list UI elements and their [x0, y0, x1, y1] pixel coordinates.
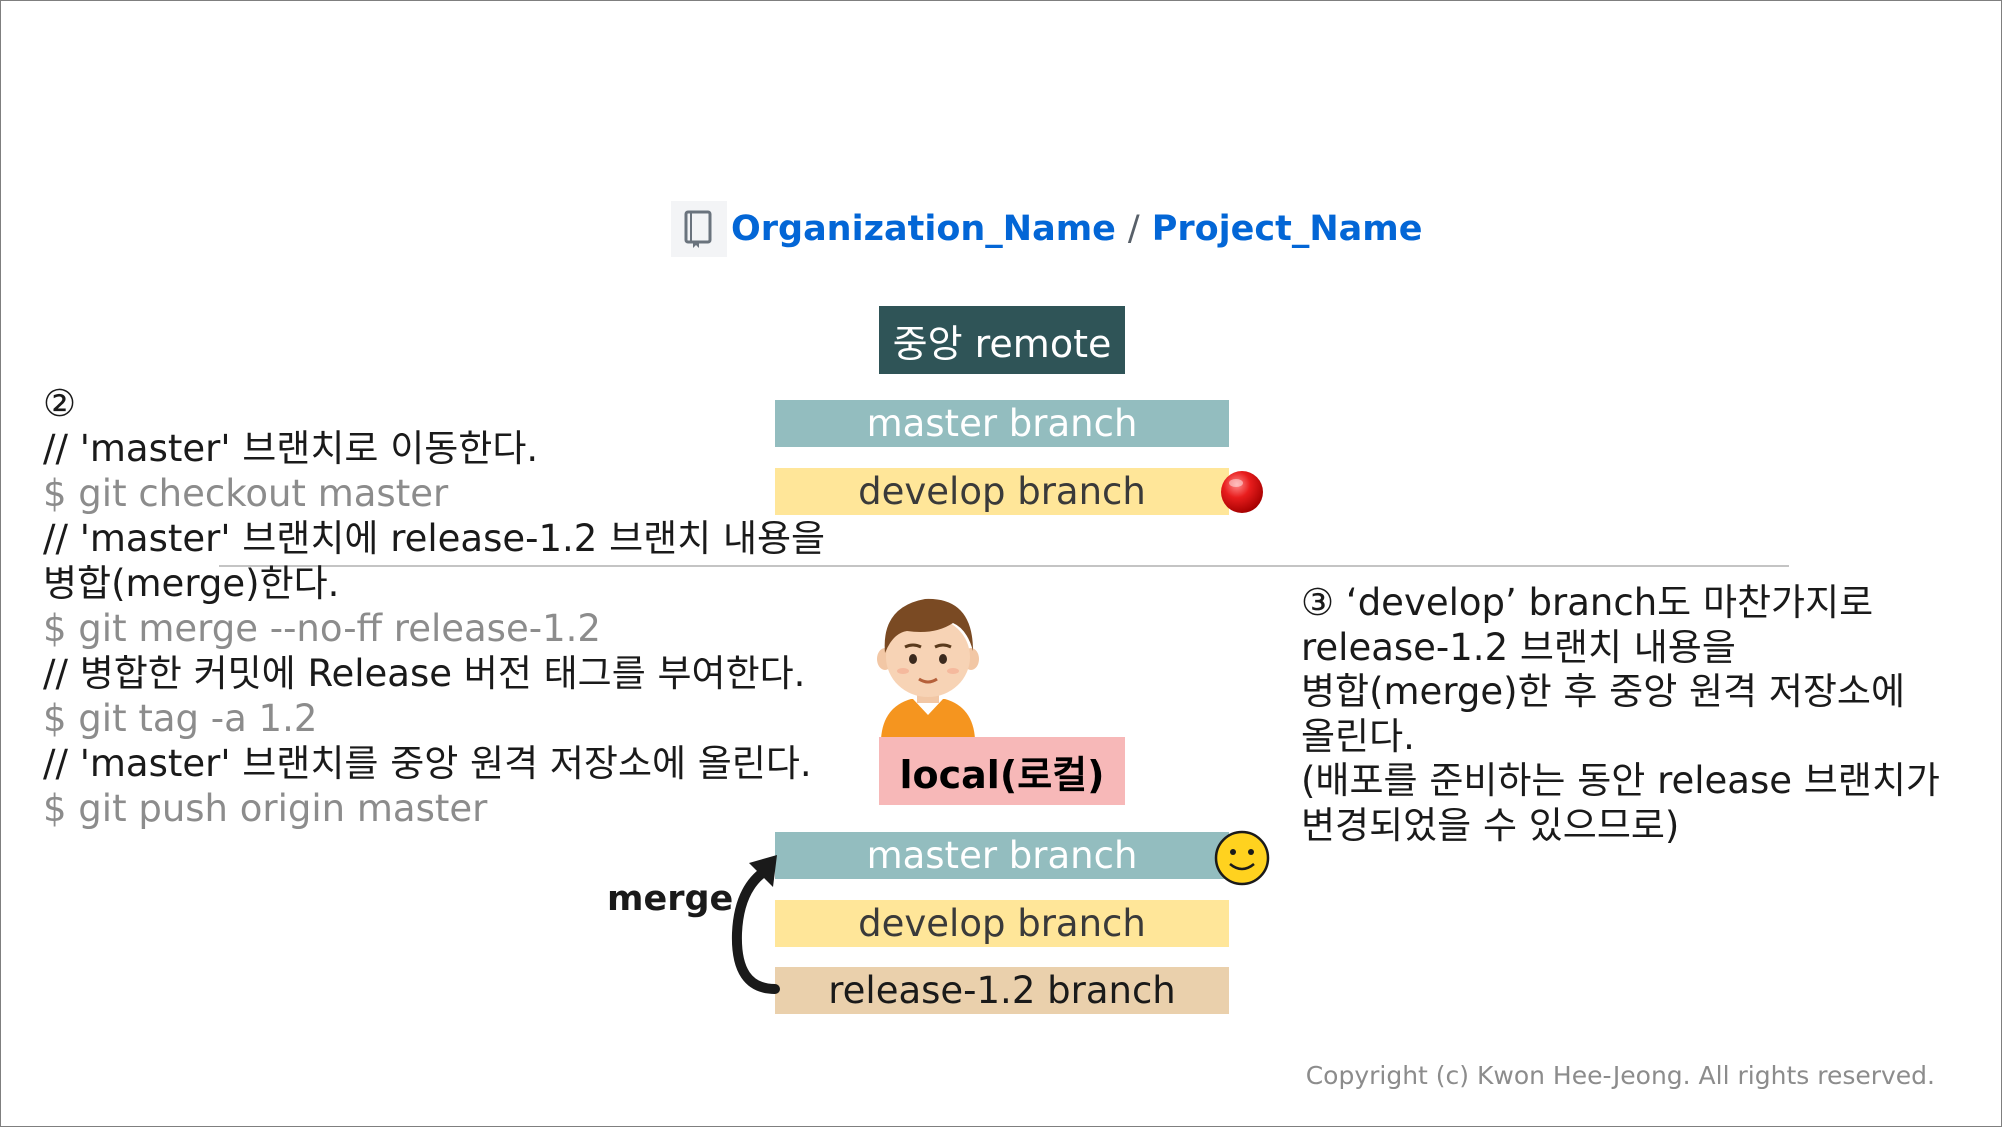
repo-book-icon: [671, 201, 727, 257]
left-instructions: ② // 'master' 브랜치로 이동한다. $ git checkout …: [43, 381, 825, 831]
local-label-box: local(로컬): [879, 737, 1125, 805]
explanation-line: ③ ‘develop’ branch도 마찬가지로: [1301, 581, 1874, 624]
red-circle-icon: [1221, 471, 1263, 513]
local-release-branch: release-1.2 branch: [775, 967, 1229, 1014]
explanation-line: (배포를 준비하는 동안 release 브랜치가: [1301, 759, 1940, 802]
explanation-line: release-1.2 브랜치 내용을: [1301, 625, 1736, 669]
remote-label-box: 중앙 remote: [879, 306, 1125, 374]
step-2-marker: ②: [43, 382, 77, 425]
command-line: $ git merge --no-ff release-1.2: [43, 607, 601, 650]
command-line: $ git checkout master: [43, 472, 449, 515]
repo-header: Organization_Name / Project_Name: [671, 201, 1423, 257]
project-name-link[interactable]: Project_Name: [1151, 209, 1423, 249]
command-line: $ git push origin master: [43, 787, 488, 830]
section-divider: [219, 565, 1789, 567]
command-line: $ git tag -a 1.2: [43, 697, 318, 740]
comment-line: 병합(merge)한다.: [43, 562, 340, 605]
remote-master-branch: master branch: [775, 400, 1229, 447]
comment-line: // 'master' 브랜치에 release-1.2 브랜치 내용을: [43, 517, 826, 560]
comment-line: // 병합한 커밋에 Release 버전 태그를 부여한다.: [43, 652, 806, 695]
explanation-line: 올린다.: [1301, 714, 1415, 758]
explanation-line: 변경되었을 수 있으므로): [1301, 803, 1680, 847]
organization-name-link[interactable]: Organization_Name: [731, 209, 1116, 249]
remote-develop-branch: develop branch: [775, 468, 1229, 515]
repo-separator: /: [1127, 209, 1140, 249]
comment-line: // 'master' 브랜치로 이동한다.: [43, 427, 539, 470]
right-explanation: ③ ‘develop’ branch도 마찬가지로 release-1.2 브랜…: [1301, 581, 1940, 848]
local-master-branch: master branch: [775, 832, 1229, 879]
merge-arrow-icon: [731, 855, 780, 994]
copyright-text: Copyright (c) Kwon Hee-Jeong. All rights…: [1305, 1061, 1935, 1090]
local-develop-branch: develop branch: [775, 900, 1229, 947]
smiley-face-icon: [1214, 830, 1270, 886]
merge-label: merge: [607, 879, 734, 919]
comment-line: // 'master' 브랜치를 중앙 원격 저장소에 올린다.: [43, 742, 812, 785]
explanation-line: 병합(merge)한 후 중앙 원격 저장소에: [1301, 670, 1906, 713]
boy-avatar-icon: [877, 598, 979, 739]
